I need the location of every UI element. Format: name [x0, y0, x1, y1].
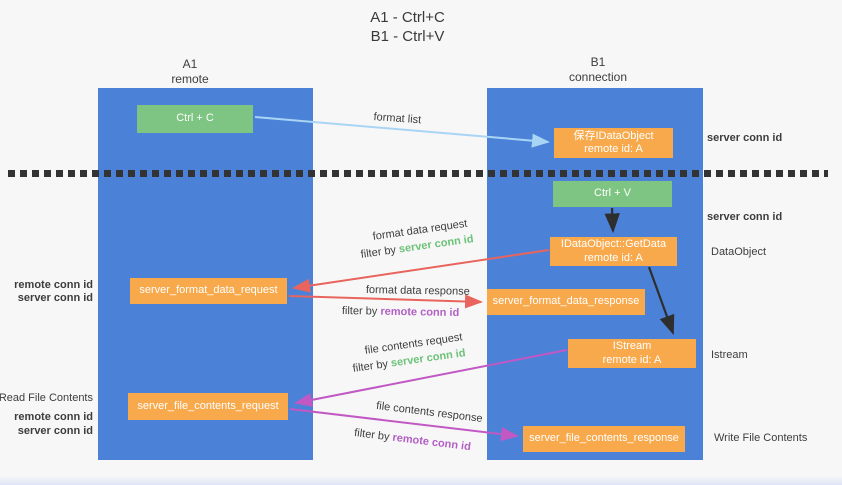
- ctrl-v-node: Ctrl + V: [553, 181, 672, 207]
- lifeline-b1-role: connection: [568, 69, 628, 84]
- save-dataobject-node: 保存IDataObject remote id: A: [554, 128, 673, 158]
- lifeline-header-a1: A1 remote: [130, 57, 250, 86]
- filter-by-text: filter by: [341, 305, 381, 318]
- ctrl-c-label: Ctrl + C: [176, 112, 214, 125]
- lifeline-b1-name: B1: [590, 55, 606, 69]
- ctrl-c-node: Ctrl + C: [137, 105, 253, 133]
- annotation-server-conn-id-top-left: server conn id: [17, 292, 93, 304]
- ctrl-v-label: Ctrl + V: [594, 187, 631, 200]
- annotation-write-file-contents: Write File Contents: [714, 432, 808, 444]
- title-line-2: B1 - Ctrl+V: [370, 28, 445, 45]
- server-format-data-response-label: server_format_data_response: [492, 295, 640, 308]
- server-file-contents-request-node: server_file_contents_request: [128, 393, 288, 420]
- arrow-file-contents-response: [289, 408, 519, 442]
- server-file-contents-response-label: server_file_contents_response: [529, 432, 679, 445]
- getdata-line2: remote id: A: [584, 251, 643, 264]
- format-data-response-label: format data response: [365, 284, 470, 298]
- annotation-read-file-contents: Read File Contents: [0, 392, 93, 404]
- lifeline-a1-role: remote: [171, 71, 209, 86]
- save-dataobject-line2: remote id: A: [584, 143, 643, 155]
- annotation-istream: Istream: [711, 349, 748, 361]
- arrow-ctrlv-to-getdata: [604, 207, 620, 234]
- annotation-server-conn-id-mid-right: server conn id: [707, 211, 783, 223]
- getdata-node: IDataObject::GetData remote id: A: [550, 237, 677, 266]
- server-format-data-response-node: server_format_data_response: [487, 289, 645, 315]
- format-data-response-filter: filter by remote conn id: [342, 305, 460, 319]
- session-separator-line: [8, 170, 828, 177]
- annotation-server-conn-id-top-right: server conn id: [707, 132, 783, 144]
- annotation-remote-conn-id-bottom-left: remote conn id: [14, 411, 93, 423]
- istream-line1: IStream: [612, 340, 652, 352]
- title-line-1: A1 - Ctrl+C: [370, 9, 445, 26]
- diagram-title: A1 - Ctrl+C B1 - Ctrl+V: [0, 8, 815, 46]
- getdata-line1: IDataObject::GetData: [560, 238, 667, 250]
- arrow-format-data-request: [292, 249, 550, 293]
- server-file-contents-response-node: server_file_contents_response: [523, 426, 685, 452]
- server-format-data-request-label: server_format_data_request: [139, 284, 278, 297]
- arrow-file-contents-request: [294, 349, 568, 407]
- lifeline-header-b1: B1 connection: [538, 55, 658, 84]
- annotation-server-conn-id-bottom-left: server conn id: [17, 425, 93, 437]
- arrow-getdata-to-istream: [647, 266, 675, 336]
- istream-node: IStream remote id: A: [568, 339, 696, 368]
- istream-line2: remote id: A: [602, 353, 662, 366]
- annotation-dataobject: DataObject: [711, 246, 767, 258]
- arrow-format-list: [254, 116, 550, 148]
- save-dataobject-line1: 保存IDataObject: [573, 129, 654, 142]
- annotation-remote-conn-id-top-left: remote conn id: [14, 279, 93, 291]
- server-format-data-request-node: server_format_data_request: [130, 278, 287, 304]
- lifeline-a1-name: A1: [182, 57, 198, 71]
- server-file-contents-request-label: server_file_contents_request: [137, 399, 279, 412]
- remote-conn-id-key: remote conn id: [380, 305, 460, 320]
- window-bottom-edge: [0, 476, 842, 485]
- arrow-format-data-response: [288, 294, 483, 309]
